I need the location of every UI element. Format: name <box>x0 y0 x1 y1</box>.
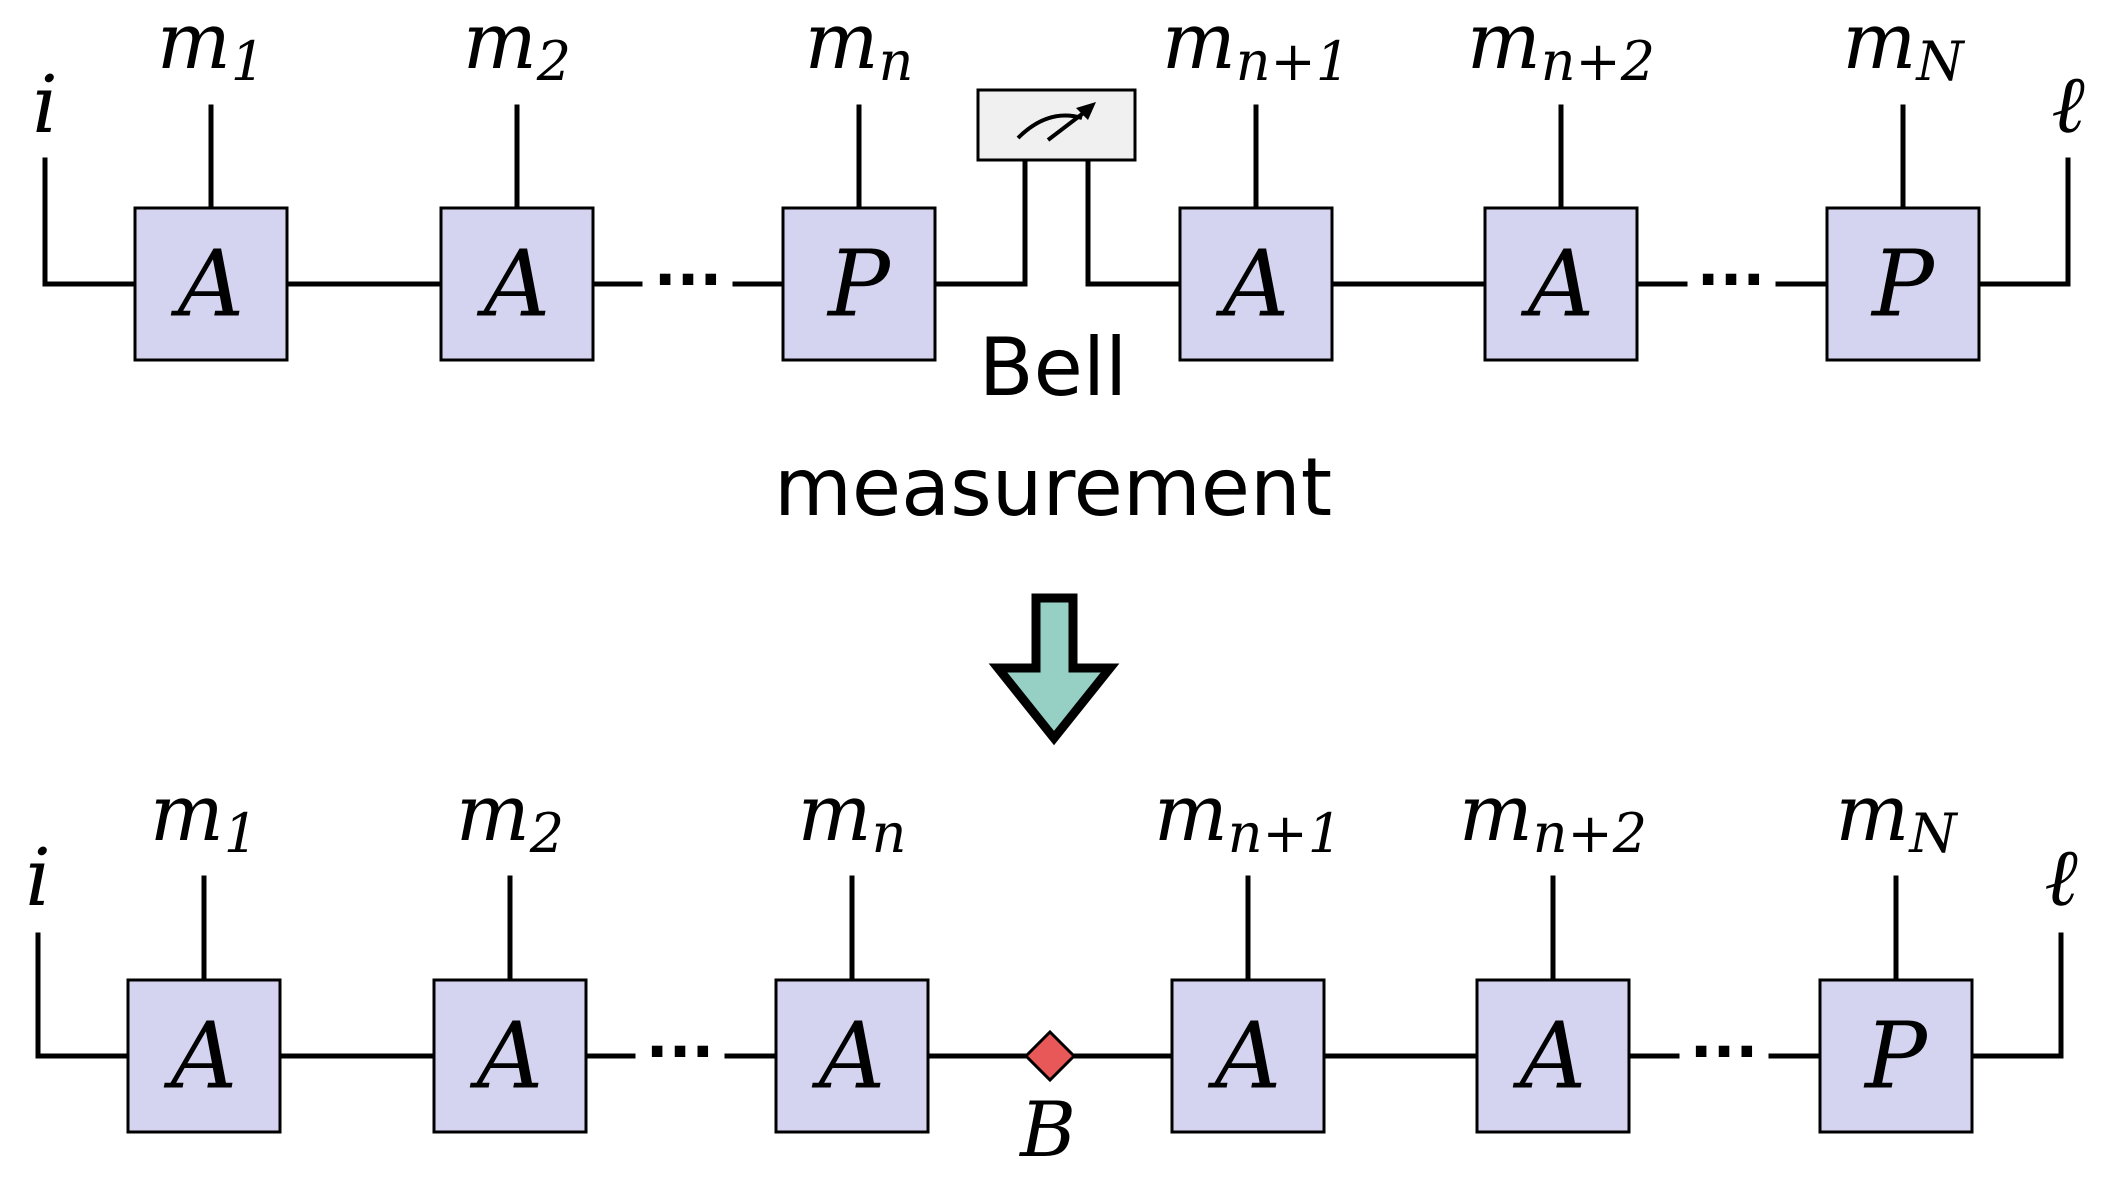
bell-node-diamond <box>1023 1029 1077 1083</box>
bottom-physical-label-3: mn <box>798 769 907 865</box>
top-tensor-3-label: P <box>826 231 892 338</box>
bottom-tensor-2-label: A <box>469 1003 543 1110</box>
top-physical-label-6: mN <box>1842 0 1965 93</box>
top-physical-label-3: mn <box>805 0 914 93</box>
bottom-ellipsis-right: ··· <box>1690 1017 1758 1087</box>
top-tensor-4: A <box>1178 206 1334 362</box>
bottom-physical-label-5: mn+2 <box>1459 769 1647 865</box>
top-bell-leg-right <box>1085 157 1183 287</box>
bottom-tensor-5-label: A <box>1512 1003 1586 1110</box>
top-ellipsis-left: ··· <box>654 245 722 315</box>
bottom-tensor-2: A <box>432 978 588 1134</box>
top-physical-label-2: m2 <box>463 0 571 93</box>
top-physical-label-4: mn+1 <box>1162 0 1350 93</box>
bottom-tensor-4-label: A <box>1207 1003 1281 1110</box>
bottom-tensor-4: A <box>1170 978 1326 1134</box>
top-tensor-2: A <box>439 206 595 362</box>
top-tensor-2-label: A <box>476 231 550 338</box>
top-bell-leg-left <box>932 157 1028 287</box>
top-left-open-leg <box>42 157 138 287</box>
measurement-caption-line2: measurement <box>774 441 1332 534</box>
bottom-chain: A A A A A P m1 m2 mn mn+1 mn+2 mN i <box>25 769 2077 1174</box>
top-tensor-3: P <box>781 206 937 362</box>
top-tensor-5-label: A <box>1520 231 1594 338</box>
top-chain: A A P A A P m1 m2 mn mn+1 mn+2 mN i <box>32 0 2084 534</box>
bottom-left-open-leg <box>35 932 131 1059</box>
top-tensor-6: P <box>1825 206 1981 362</box>
top-tensor-5: A <box>1483 206 1639 362</box>
bottom-physical-label-2: m2 <box>456 769 564 865</box>
top-tensor-6-label: P <box>1870 231 1936 338</box>
bottom-tensor-1-label: A <box>163 1003 237 1110</box>
bottom-tensor-1: A <box>126 978 282 1134</box>
bell-node-label: B <box>1018 1085 1076 1174</box>
bottom-tensor-3-label: A <box>811 1003 885 1110</box>
bell-measurement-meter <box>976 88 1137 162</box>
bottom-left-index-label: i <box>25 831 51 924</box>
top-physical-label-1: m1 <box>157 0 265 93</box>
top-tensor-4-label: A <box>1215 231 1289 338</box>
bottom-tensor-5: A <box>1475 978 1631 1134</box>
top-ellipsis-right: ··· <box>1697 245 1765 315</box>
bottom-ellipsis-left: ··· <box>646 1017 714 1087</box>
meter-needle-head-icon <box>1076 102 1096 120</box>
transform-arrow-icon <box>988 593 1120 746</box>
bottom-tensor-3: A <box>774 978 930 1134</box>
bottom-physical-label-4: mn+1 <box>1154 769 1342 865</box>
bottom-right-open-leg <box>1969 932 2064 1059</box>
top-physical-label-5: mn+2 <box>1467 0 1655 93</box>
top-left-index-label: i <box>32 58 58 151</box>
bottom-physical-label-1: m1 <box>150 769 258 865</box>
bottom-tensor-6: P <box>1818 978 1974 1134</box>
bottom-physical-label-6: mN <box>1835 769 1958 865</box>
bottom-right-index-label: ℓ <box>2044 831 2077 924</box>
bottom-tensor-6-label: P <box>1863 1003 1929 1110</box>
top-tensor-1: A <box>133 206 289 362</box>
measurement-caption-line1: Bell <box>979 321 1128 414</box>
top-right-index-label: ℓ <box>2051 58 2084 151</box>
top-tensor-1-label: A <box>170 231 244 338</box>
top-right-open-leg <box>1976 157 2071 287</box>
